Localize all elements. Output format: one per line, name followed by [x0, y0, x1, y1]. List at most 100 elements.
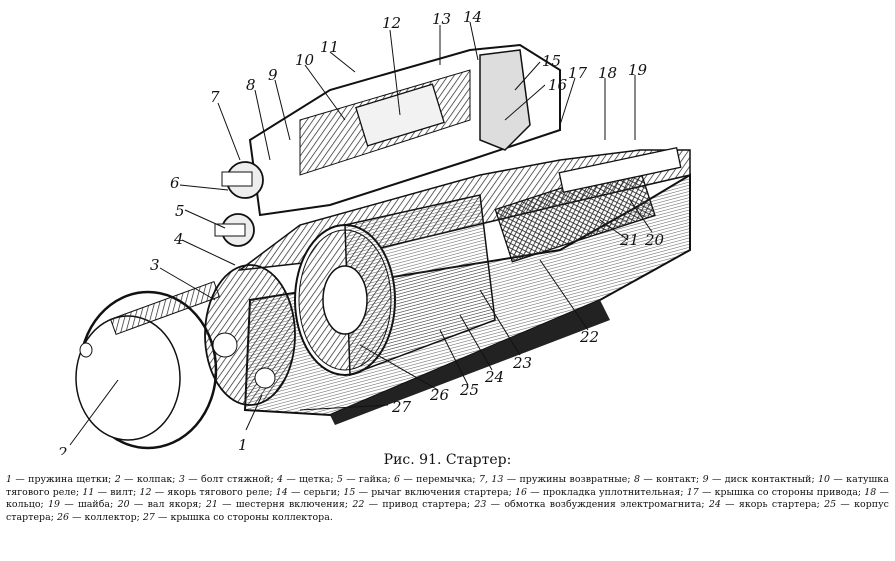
armature	[294, 194, 496, 377]
callout-7: 7	[210, 88, 220, 106]
legend-number: 1	[6, 474, 13, 485]
legend-item: 20 — вал якоря;	[117, 499, 206, 511]
legend-text: крышка со стороны привода	[714, 486, 858, 498]
callout-26: 26	[429, 386, 450, 404]
legend-number: 5	[336, 474, 343, 485]
legend-number: 19	[48, 499, 61, 511]
callout-27: 27	[391, 398, 412, 416]
callout-13: 13	[432, 10, 451, 28]
callout-20: 20	[644, 231, 665, 249]
legend-number: 27	[142, 511, 155, 523]
legend-item: 27 — крышка со стороны коллектора.	[142, 511, 333, 523]
callout-12: 12	[382, 14, 401, 32]
legend-text: крышка со стороны коллектора	[170, 511, 330, 523]
legend-item: 12 — якорь тягового реле;	[139, 486, 276, 498]
legend-text: привод стартера	[382, 499, 467, 511]
callout-21: 21	[619, 231, 639, 249]
legend-text: якорь тягового реле	[167, 486, 270, 498]
legend-item: 15 — рычаг включения стартера;	[343, 486, 516, 498]
callout-8: 8	[246, 76, 256, 94]
legend-item: 3 — болт стяжной;	[178, 474, 278, 485]
legend-text: катушка тягового реле	[6, 474, 889, 498]
legend-number: 17	[686, 486, 699, 498]
legend-item: 17 — крышка со стороны привода;	[686, 486, 865, 498]
legend-text: вилт	[110, 486, 134, 498]
legend-item: 18 — кольцо;	[6, 486, 889, 511]
leader-lines	[69, 21, 653, 446]
legend-number: 22	[352, 499, 365, 511]
legend-number: 10	[818, 474, 831, 485]
legend-item: 7, 13 — пружины возвратные;	[478, 474, 634, 485]
legend-item: 25 — корпус стартера;	[6, 499, 889, 523]
callout-15: 15	[542, 52, 561, 70]
legend-item: 2 — колпак;	[114, 474, 179, 485]
callout-25: 25	[459, 381, 479, 399]
legend-text: шестерня включения	[235, 499, 345, 511]
end-cap	[75, 281, 221, 450]
legend-number: 26	[57, 511, 70, 523]
brush-holder	[204, 264, 296, 406]
legend-text: коллектор	[84, 511, 137, 523]
callout-10: 10	[295, 51, 315, 69]
legend-item: 24 — якорь стартера;	[708, 499, 825, 511]
legend-text: диск контактный	[724, 474, 812, 485]
legend-item: 21 — шестерня включения;	[205, 499, 353, 511]
legend-number: 12	[139, 486, 152, 498]
callout-19: 19	[628, 61, 648, 79]
legend-number: 3	[178, 474, 185, 485]
legend-text: вал якоря	[147, 499, 199, 511]
legend-text: колпак	[136, 474, 173, 485]
legend-number: 7, 13	[478, 474, 504, 485]
legend-item: 19 — шайба;	[48, 499, 118, 511]
legend-number: 20	[117, 499, 130, 511]
legend-text: пружины возвратные	[519, 474, 628, 485]
legend-item: 23 — обмотка возбуждения электромагнита;	[474, 499, 709, 511]
figure-caption-legend: 1 — пружина щетки; 2 — колпак; 3 — болт …	[6, 474, 889, 524]
callout-9: 9	[268, 66, 278, 84]
callout-24: 24	[484, 368, 504, 386]
callout-2: 2	[57, 444, 68, 455]
legend-text: якорь стартера	[738, 499, 817, 511]
legend-number: 25	[824, 499, 837, 511]
callout-1: 1	[238, 436, 248, 454]
legend-item: 14 — серьги;	[275, 486, 344, 498]
callout-17: 17	[568, 64, 588, 82]
legend-item: 22 — привод стартера;	[352, 499, 475, 511]
legend-item: 16 — прокладка уплотнительная;	[515, 486, 687, 498]
callout-5: 5	[175, 202, 185, 220]
legend-number: 4	[277, 474, 284, 485]
legend-text: гайка	[359, 474, 388, 485]
callout-3: 3	[150, 256, 160, 274]
legend-text: пружина щетки	[28, 474, 109, 485]
callout-23: 23	[512, 354, 532, 372]
callout-numbers: 1 2 3 4 5 6 7 8 9 10 11 12 13 14 15 16 1…	[57, 8, 665, 455]
drive-assembly	[494, 146, 682, 263]
legend-text: серьги	[303, 486, 337, 498]
legend-number: 23	[474, 499, 487, 511]
legend-number: 6	[394, 474, 401, 485]
legend-item: 6 — перемычка;	[394, 474, 479, 485]
legend-number: 16	[515, 486, 528, 498]
legend-text: шайба	[78, 499, 111, 511]
legend-item: 26 — коллектор;	[57, 511, 143, 523]
legend-item: 10 — катушка тягового реле;	[6, 474, 889, 498]
legend-item: 1 — пружина щетки;	[6, 474, 115, 485]
callout-22: 22	[579, 328, 599, 346]
legend-text: корпус стартера	[6, 499, 889, 523]
legend-number: 18	[864, 486, 877, 498]
legend-text: кольцо	[6, 499, 41, 511]
legend-number: 15	[343, 486, 356, 498]
legend-text: перемычка	[416, 474, 473, 485]
callout-18: 18	[598, 64, 617, 82]
terminals	[214, 161, 264, 247]
legend-number: 8	[633, 474, 640, 485]
legend-text: контакт	[656, 474, 697, 485]
legend-item: 5 — гайка;	[336, 474, 395, 485]
legend-number: 11	[82, 486, 95, 498]
starter-illustration: 1 2 3 4 5 6 7 8 9 10 11 12 13 14 15 16 1…	[57, 8, 691, 455]
legend-text: болт стяжной	[201, 474, 271, 485]
legend-item: 11 — вилт;	[82, 486, 140, 498]
legend-text: щетка	[299, 474, 331, 485]
legend-item: 8 — контакт;	[633, 474, 703, 485]
callout-11: 11	[320, 38, 339, 56]
